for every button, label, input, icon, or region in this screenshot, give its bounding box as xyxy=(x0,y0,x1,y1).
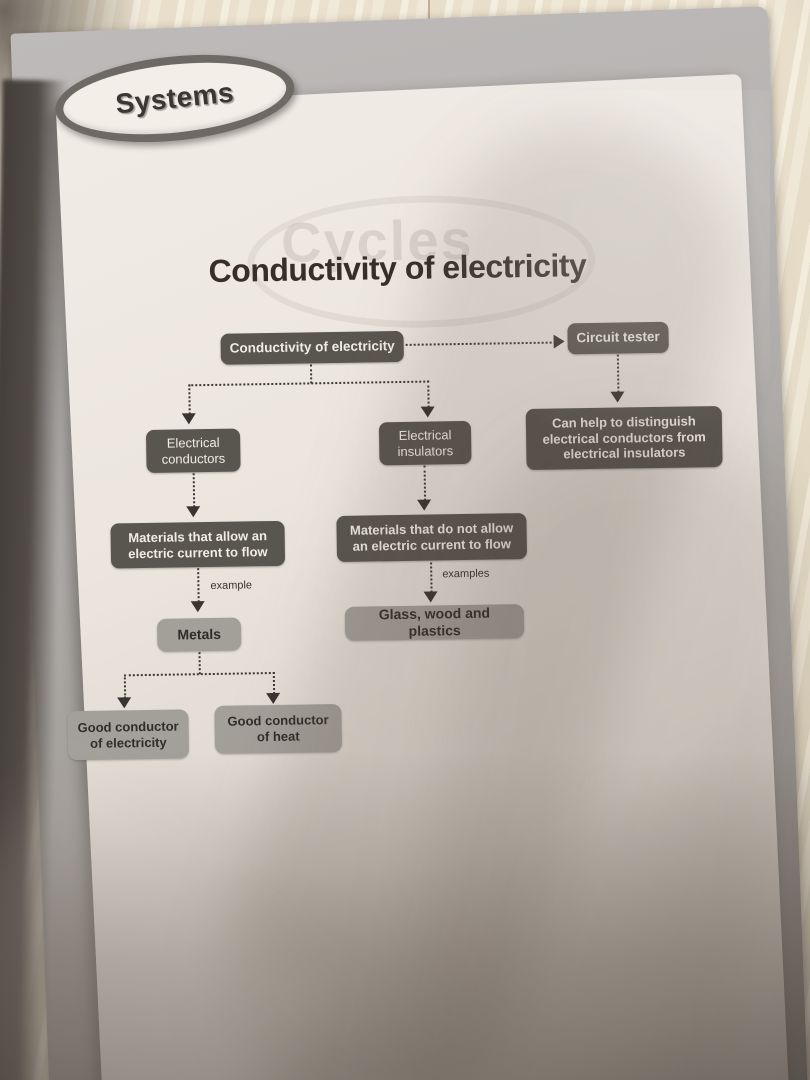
arrowhead-insulator-examples xyxy=(423,591,438,603)
node-good-conductor-heat: Good conductor of heat xyxy=(214,703,343,754)
node-insulators-definition: Materials that do not allow an electric … xyxy=(336,513,528,563)
edge-root-branch-crossbar xyxy=(188,380,430,387)
edge-branch-to-good-heat xyxy=(272,671,276,695)
edge-label-example: example xyxy=(210,579,253,592)
edge-conductors-to-definition xyxy=(192,473,196,508)
edge-metals-branch-crossbar xyxy=(123,671,275,677)
arrowhead-electrical-insulators xyxy=(420,406,435,418)
edge-metals-stem xyxy=(198,652,201,675)
edge-branch-to-insulators xyxy=(427,380,430,408)
edge-definition-to-examples xyxy=(430,562,433,593)
arrowhead-good-conductor-heat xyxy=(266,692,281,705)
node-conductivity-of-electricity: Conductivity of electricity xyxy=(220,330,404,365)
node-insulator-examples: Glass, wood and plastics xyxy=(344,604,525,641)
arrowhead-circuit-tester-note xyxy=(610,391,625,403)
arrowhead-electrical-conductors xyxy=(181,413,196,425)
floor-tile-seam xyxy=(428,0,430,34)
node-conductors-definition: Materials that allow an electric current… xyxy=(110,520,286,569)
edge-label-examples: examples xyxy=(442,567,490,581)
arrowhead-metals xyxy=(190,601,205,613)
arrowhead-good-conductor-electricity xyxy=(117,697,132,709)
node-electrical-insulators: Electrical insulators xyxy=(378,420,472,466)
edge-insulators-to-definition xyxy=(423,465,427,501)
chapter-badge: Systems xyxy=(51,44,299,153)
node-good-conductor-electricity: Good conductor of electricity xyxy=(67,709,190,761)
edge-branch-to-good-electricity xyxy=(123,674,127,699)
edge-circuit-tester-to-note xyxy=(616,354,620,393)
edge-branch-to-conductors xyxy=(188,384,191,415)
arrowhead-insulators-definition xyxy=(417,499,432,511)
edge-root-stem xyxy=(309,364,313,384)
node-metals: Metals xyxy=(156,617,242,652)
chapter-badge-label: Systems xyxy=(114,76,236,120)
edge-root-to-circuit-tester xyxy=(405,341,556,346)
node-electrical-conductors: Electrical conductors xyxy=(145,428,241,473)
arrowhead-circuit-tester xyxy=(553,334,565,349)
edge-definition-to-metals xyxy=(197,568,200,603)
arrowhead-conductors-definition xyxy=(186,506,201,518)
node-circuit-tester-note: Can help to distinguish electrical condu… xyxy=(525,405,723,471)
node-circuit-tester: Circuit tester xyxy=(567,321,669,355)
